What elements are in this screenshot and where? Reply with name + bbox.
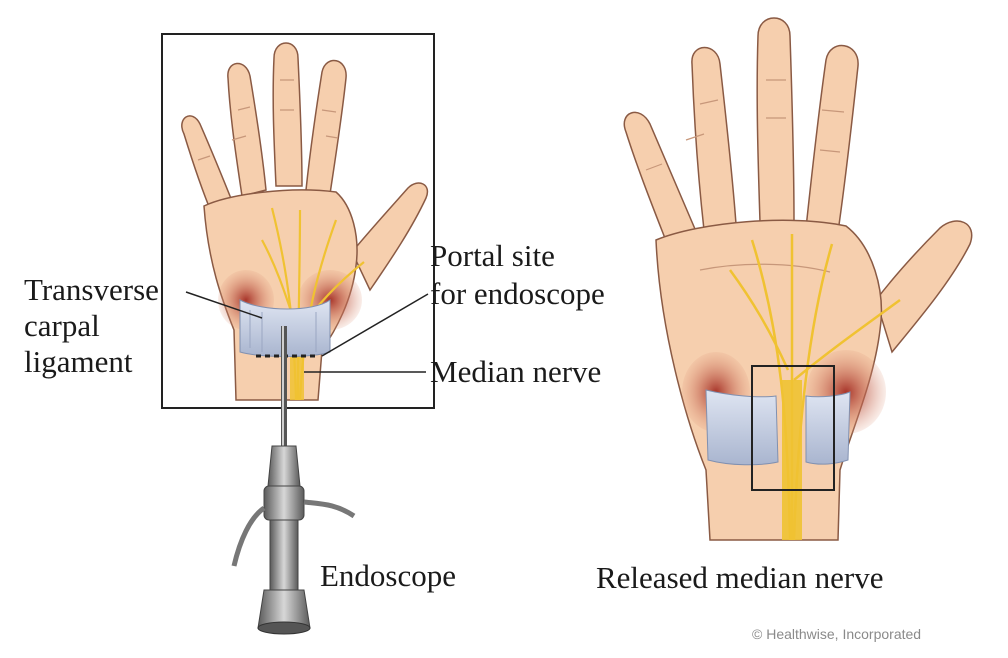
- portal-label-line1: Portal site: [430, 238, 555, 273]
- right-hand: [623, 17, 973, 541]
- left-hand: [181, 42, 429, 401]
- portal-label-line2: for endoscope: [430, 276, 605, 311]
- released-nerve-box: [751, 365, 835, 491]
- transverse-label-line3: ligament: [24, 344, 133, 379]
- endoscope-label: Endoscope: [320, 558, 457, 593]
- leader-lines: [185, 291, 429, 373]
- released-nerve-label: Released median nerve: [596, 560, 884, 595]
- copyright-credit: © Healthwise, Incorporated: [752, 626, 922, 642]
- transverse-label-line2: carpal: [24, 308, 100, 343]
- transverse-label-line1: Transverse: [24, 272, 159, 307]
- median-nerve-label: Median nerve: [430, 354, 602, 389]
- detail-frame: [161, 33, 435, 409]
- endoscope-instrument: [231, 326, 356, 635]
